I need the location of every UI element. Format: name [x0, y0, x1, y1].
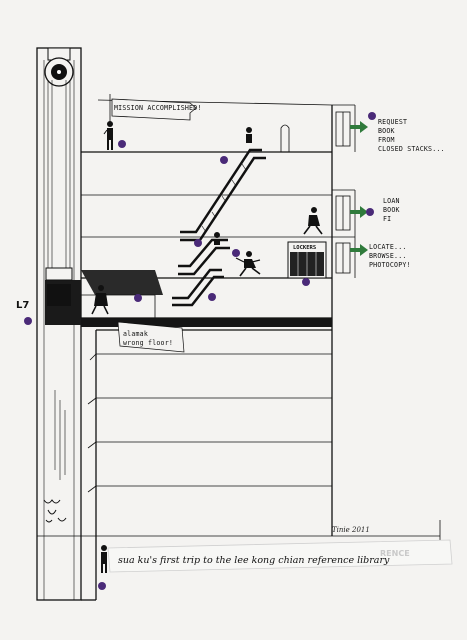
escalator-middle	[178, 238, 230, 276]
door-icon	[280, 124, 290, 152]
person-at-lift-icon	[101, 545, 107, 573]
lower-floor-lines	[87, 353, 332, 493]
step-badge-10	[118, 140, 126, 148]
lift-pulley-icon	[44, 47, 74, 87]
step-badge-1	[98, 582, 106, 590]
l7-slab	[81, 318, 332, 327]
person-at-loan-desk-icon	[303, 207, 323, 235]
escalator-upper	[180, 148, 266, 242]
note-request-1: REQUEST	[378, 118, 407, 126]
step-badge-8	[194, 239, 202, 247]
note-locate-2: BROWSE...	[369, 252, 407, 260]
step-badge-7	[366, 208, 374, 216]
note-loan-2: BOOK	[383, 206, 400, 214]
caption-banner	[107, 539, 453, 573]
lockers-block	[287, 241, 327, 279]
note-loan-3: FI	[383, 215, 391, 223]
mission-flag-banner	[109, 94, 197, 122]
lift-car-icon	[45, 267, 73, 306]
wrong-floor-tag	[117, 321, 185, 353]
lift-cables	[47, 80, 71, 480]
step-badge-2	[24, 317, 32, 325]
note-wrong-2: wrong floor!	[123, 339, 173, 347]
note-request-4: CLOSED STACKS...	[378, 145, 445, 153]
step-badge-5	[302, 278, 310, 286]
step-badges	[24, 112, 376, 590]
note-locate-3: PHOTOCOPY!	[369, 261, 411, 269]
note-request-2: BOOK	[378, 127, 395, 135]
note-wrong-1: alamak	[123, 330, 148, 338]
person-on-escalator-icon	[246, 127, 252, 143]
escalator-upper-steps	[201, 163, 247, 233]
caption-faint: RENCE	[380, 549, 410, 558]
window-request-icon	[335, 111, 351, 147]
caption-text: sua ku's first trip to the lee kong chia…	[118, 555, 390, 566]
green-arrow-loan-icon	[350, 206, 368, 218]
lockers-label: LOCKERS	[293, 245, 316, 251]
step-badge-3	[134, 294, 142, 302]
lift-counterweight-swirls	[43, 499, 67, 523]
window-locate-icon	[335, 242, 351, 274]
green-arrow-request-icon	[350, 121, 368, 133]
person-wrong-floor-icon	[91, 285, 109, 315]
person-mission-icon	[103, 121, 113, 150]
step-badge-4	[208, 293, 216, 301]
note-request-3: FROM	[378, 136, 395, 144]
window-loan-icon	[335, 195, 351, 231]
person-on-escalator-2-icon	[214, 232, 220, 245]
escalator-lower	[172, 268, 224, 307]
note-loan-1: LOAN	[383, 197, 400, 205]
note-mission: MISSION ACCOMPLISHED!	[114, 104, 202, 112]
step-badge-11	[220, 156, 228, 164]
note-locate-1: LOCATE...	[369, 243, 407, 251]
step-badge-6	[232, 249, 240, 257]
person-running-icon	[235, 251, 261, 277]
floor-label: L7	[16, 300, 29, 311]
green-arrow-locate-icon	[350, 244, 368, 256]
signature: Tinie 2011	[332, 526, 370, 534]
step-badge-9	[368, 112, 376, 120]
